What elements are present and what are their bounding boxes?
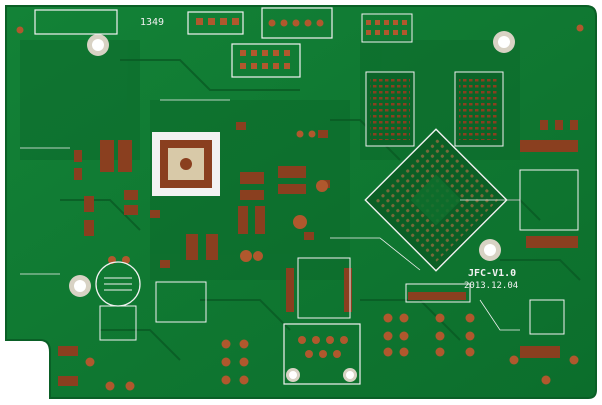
version-label: JFC-V1.0 [468, 268, 516, 279]
power-inductor [152, 132, 220, 196]
top-headers [34, 7, 333, 78]
silkscreen-marks [20, 99, 520, 331]
smd-components [58, 120, 578, 386]
memory-chips [361, 13, 504, 147]
round-pads [16, 24, 584, 391]
bga-processor [364, 128, 508, 272]
date-label: 2013.12.04 [464, 281, 518, 291]
top-code-label: 1349 [140, 17, 164, 28]
mounting-holes [69, 31, 515, 382]
rj-connector [283, 323, 361, 385]
